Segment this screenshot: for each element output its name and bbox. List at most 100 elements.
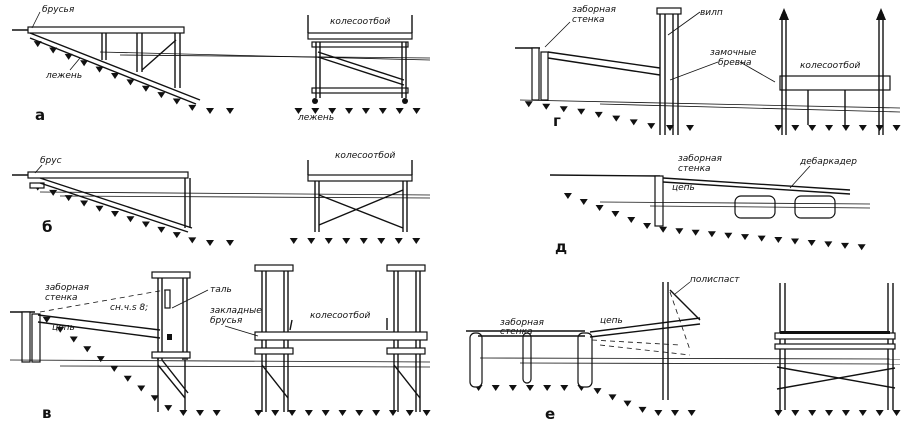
ground-hatch-mark <box>841 410 850 416</box>
ground-hatch-mark <box>49 189 58 196</box>
ground-hatch-mark <box>111 73 119 79</box>
ground-hatch-mark <box>741 234 749 241</box>
label-slope: сн.ч.s 8; <box>110 303 148 313</box>
ground-hatch-mark <box>80 200 89 207</box>
ground-hatch-mark <box>623 400 632 407</box>
label-lock-2: бревна <box>718 58 752 68</box>
ground-hatch-mark <box>42 316 51 323</box>
ground-hatch-mark <box>294 108 303 114</box>
ground-hatch-mark <box>526 385 534 391</box>
ground-hatch-mark <box>647 123 656 130</box>
panel-letter-v: в <box>42 404 52 422</box>
ground-hatch-mark <box>412 238 421 244</box>
ground-hatch-mark <box>858 125 867 131</box>
ground-hatch-mark <box>324 238 333 244</box>
label-wall-1: заборная <box>500 318 544 328</box>
label-fender: колесоотбой <box>800 61 860 71</box>
ground-hatch-mark <box>608 394 617 401</box>
label-fender: колесоотбой <box>310 311 370 321</box>
ground-hatch-mark <box>774 125 783 131</box>
ground-hatch-mark <box>150 395 159 402</box>
ground-hatch-mark <box>345 108 354 114</box>
sleeper-log <box>29 32 201 101</box>
label-landing-stage: дебаркадер <box>799 157 857 167</box>
ground-hatch-mark <box>654 410 663 416</box>
ground-hatch-mark <box>110 365 119 372</box>
ground-hatch-mark <box>342 238 351 244</box>
ground-hatch-mark <box>33 41 42 48</box>
ground-hatch-mark <box>69 336 78 343</box>
ground-hatch-mark <box>858 410 867 416</box>
ground-hatch-mark <box>825 410 834 416</box>
ground-hatch-mark <box>172 232 181 239</box>
ground-hatch-mark <box>825 125 834 131</box>
ground-hatch-mark <box>141 221 150 228</box>
ground-hatch-mark <box>686 125 694 131</box>
ground-hatch-mark <box>304 410 313 416</box>
ground-hatch-mark <box>791 238 799 245</box>
ground-hatch-mark <box>254 410 263 416</box>
ground-hatch-mark <box>96 356 105 363</box>
panel-letter-d: д <box>555 238 567 256</box>
panel-v: заборная стенка цепь сн.ч.s 8; таль закл… <box>9 264 431 422</box>
ground-hatch-mark <box>841 242 849 249</box>
panel-b: брус колесоотбой б <box>12 151 431 236</box>
ground-hatch-mark <box>83 346 92 353</box>
ground-hatch-mark <box>137 385 146 392</box>
label-chain: цепь <box>52 323 75 333</box>
deck-beam <box>27 171 189 179</box>
ground-hatch-mark <box>141 85 150 92</box>
deck-beams <box>27 26 185 34</box>
panel-g: заборная стенка вилп замочные бревна кол… <box>515 5 901 135</box>
ground-hatch-mark <box>724 232 733 239</box>
ground-hatch-mark <box>412 108 421 114</box>
ground-hatch-mark <box>579 199 588 205</box>
label-wall-2: стенка <box>572 15 605 25</box>
ground-hatch-mark <box>378 108 387 114</box>
panel-letter-e: е <box>545 405 555 423</box>
label-lock-1: замочные <box>710 48 757 58</box>
ground-hatch-mark <box>563 193 572 199</box>
label-hoist: таль <box>210 285 232 295</box>
ground-hatch-mark <box>188 104 197 111</box>
ground-hatch-mark <box>405 410 414 416</box>
ground-hatch-mark <box>671 410 679 416</box>
ground-hatch-mark <box>212 410 221 416</box>
ground-hatch-mark <box>841 125 850 131</box>
ground-hatch-mark <box>271 410 280 416</box>
ground-hatch-mark <box>629 119 638 126</box>
ground-hatch-mark <box>157 92 166 99</box>
ground-hatch-mark <box>560 385 569 391</box>
ground-hatch-mark <box>892 125 901 131</box>
ground-hatch-mark <box>595 205 604 211</box>
ground-hatch-mark <box>675 228 684 235</box>
ground-hatch-mark <box>311 108 320 114</box>
ground-hatch-mark <box>791 125 800 131</box>
ground-hatch-mark <box>808 125 817 131</box>
ground-hatch-mark <box>875 410 884 416</box>
ground-hatch-mark <box>288 410 297 416</box>
label-sleeper: лежень <box>45 71 82 81</box>
label-fender: колесоотбой <box>335 151 395 161</box>
ground-hatch-mark <box>49 47 58 54</box>
ground-hatch-mark <box>559 106 568 113</box>
ground-hatch-mark <box>659 226 668 233</box>
panel-letter-g: г <box>553 112 561 130</box>
panel-letter-a: а <box>35 106 45 124</box>
ground-hatch-mark <box>857 244 866 251</box>
ground-hatching <box>33 41 901 416</box>
panel-d: заборная стенка цепь дебаркадер д <box>549 154 871 256</box>
label-tackle: полиспаст <box>690 275 740 285</box>
water-line <box>99 51 431 61</box>
ground-hatch-mark <box>791 410 800 416</box>
ground-hatch-mark <box>307 238 316 244</box>
ground-hatch-mark <box>188 237 197 244</box>
label-wall-1: заборная <box>572 5 616 15</box>
ground-hatch-mark <box>95 205 104 212</box>
ground-hatch-mark <box>774 237 783 244</box>
ground-hatch-mark <box>807 239 816 246</box>
label-chain: цепь <box>672 183 695 193</box>
label-wall-1: заборная <box>678 154 722 164</box>
